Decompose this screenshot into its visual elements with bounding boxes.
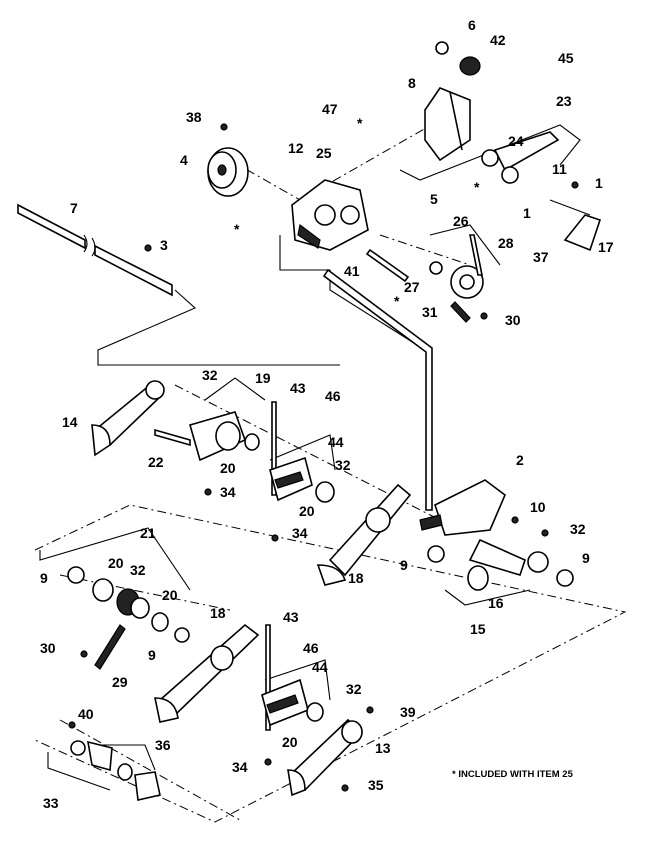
callout-32c: 32 <box>570 521 586 537</box>
callout-18b: 18 <box>210 605 226 621</box>
callout-9b: 9 <box>582 550 590 566</box>
callout-34c: 34 <box>232 759 248 775</box>
callout-15: 15 <box>470 621 486 637</box>
arm-18b-part <box>154 623 260 723</box>
parts <box>17 41 602 801</box>
callout-30a: 30 <box>505 312 521 328</box>
cam-arm-part <box>481 131 560 184</box>
callout-38: 38 <box>186 109 202 125</box>
callout-45: 45 <box>558 50 574 66</box>
spacer-16-part <box>427 545 574 591</box>
callout-13: 13 <box>375 740 391 756</box>
callout-17: 17 <box>598 239 614 255</box>
gearbox-part <box>291 179 369 251</box>
callout-32e: 32 <box>346 681 362 697</box>
callout-22: 22 <box>148 454 164 470</box>
callout-27: 27 <box>404 279 420 295</box>
sprocket-21-part <box>67 566 190 643</box>
callout-47: 47 <box>322 101 338 117</box>
sprocket-part <box>429 234 484 299</box>
callout-5: 5 <box>430 191 438 207</box>
callout-1b: 1 <box>523 205 531 221</box>
callout-46b: 46 <box>303 640 319 656</box>
callout-20b: 20 <box>299 503 315 519</box>
star-d: * <box>394 293 400 309</box>
callout-21: 21 <box>140 525 156 541</box>
chain-29-part <box>94 624 126 670</box>
callout-33: 33 <box>43 795 59 811</box>
callout-11: 11 <box>552 161 567 177</box>
callout-20c: 20 <box>108 555 124 571</box>
arm-33-part <box>70 740 161 801</box>
callout-24: 24 <box>508 133 524 149</box>
callout-20a: 20 <box>220 460 236 476</box>
control-rod-part <box>322 268 433 511</box>
callout-26: 26 <box>453 213 469 229</box>
callout-3: 3 <box>160 237 168 253</box>
callout-12: 12 <box>288 140 304 156</box>
callout-37: 37 <box>533 249 549 265</box>
callout-30b: 30 <box>40 640 56 656</box>
pedal-bracket-part <box>419 479 526 576</box>
callout-44b: 44 <box>312 659 328 675</box>
arm-13-part <box>287 718 364 797</box>
callout-20e: 20 <box>282 734 298 750</box>
callout-39: 39 <box>400 704 416 720</box>
bracket-44-part <box>269 456 335 503</box>
callout-43b: 43 <box>283 609 299 625</box>
callout-19: 19 <box>255 370 271 386</box>
callout-labels: 6 42 45 8 23 47 * 38 24 12 25 4 11 * 1 5… <box>40 17 614 811</box>
callout-32b: 32 <box>335 457 351 473</box>
arm-14-part <box>91 380 165 457</box>
chain-part <box>450 301 471 323</box>
callout-43a: 43 <box>290 380 306 396</box>
callout-14: 14 <box>62 414 78 430</box>
bracket-44b-part <box>261 678 324 727</box>
callout-44a: 44 <box>328 434 344 450</box>
callout-40: 40 <box>78 706 94 722</box>
pulley-part <box>207 147 249 197</box>
callout-46a: 46 <box>325 388 341 404</box>
star-a: * <box>357 115 363 131</box>
bracket-plate-part <box>424 87 471 162</box>
star-b: * <box>474 179 480 195</box>
footnote: * INCLUDED WITH ITEM 25 <box>452 769 574 780</box>
callout-9c: 9 <box>40 570 48 586</box>
callout-32a: 32 <box>202 367 218 383</box>
callout-42: 42 <box>490 32 506 48</box>
shaft-part <box>17 203 173 297</box>
callout-34a: 34 <box>220 484 236 500</box>
callout-4: 4 <box>180 152 188 168</box>
callout-23: 23 <box>556 93 572 109</box>
callout-8: 8 <box>408 75 416 91</box>
callout-35: 35 <box>368 777 384 793</box>
callout-9d: 9 <box>148 647 156 663</box>
callout-28: 28 <box>498 235 514 251</box>
callout-1a: 1 <box>595 175 603 191</box>
callout-34b: 34 <box>292 525 308 541</box>
star-c: * <box>234 221 240 237</box>
callout-7: 7 <box>70 200 78 216</box>
callout-36: 36 <box>155 737 171 753</box>
callout-29: 29 <box>112 674 128 690</box>
callout-31: 31 <box>422 304 438 320</box>
callout-25: 25 <box>316 145 332 161</box>
callout-16: 16 <box>488 595 504 611</box>
callout-9a: 9 <box>400 557 408 573</box>
lever-part <box>549 199 602 252</box>
callout-10: 10 <box>530 499 546 515</box>
callout-20d: 20 <box>162 587 178 603</box>
hardware-dots <box>68 123 579 792</box>
bracket-19-part <box>154 411 260 462</box>
callout-18a: 18 <box>348 570 364 586</box>
callout-32d: 32 <box>130 562 146 578</box>
callout-41: 41 <box>344 263 360 279</box>
arm-18-part <box>316 483 412 586</box>
callout-6: 6 <box>468 17 476 33</box>
pin-part <box>365 248 410 283</box>
callout-2: 2 <box>516 452 524 468</box>
spring-part <box>435 41 481 76</box>
